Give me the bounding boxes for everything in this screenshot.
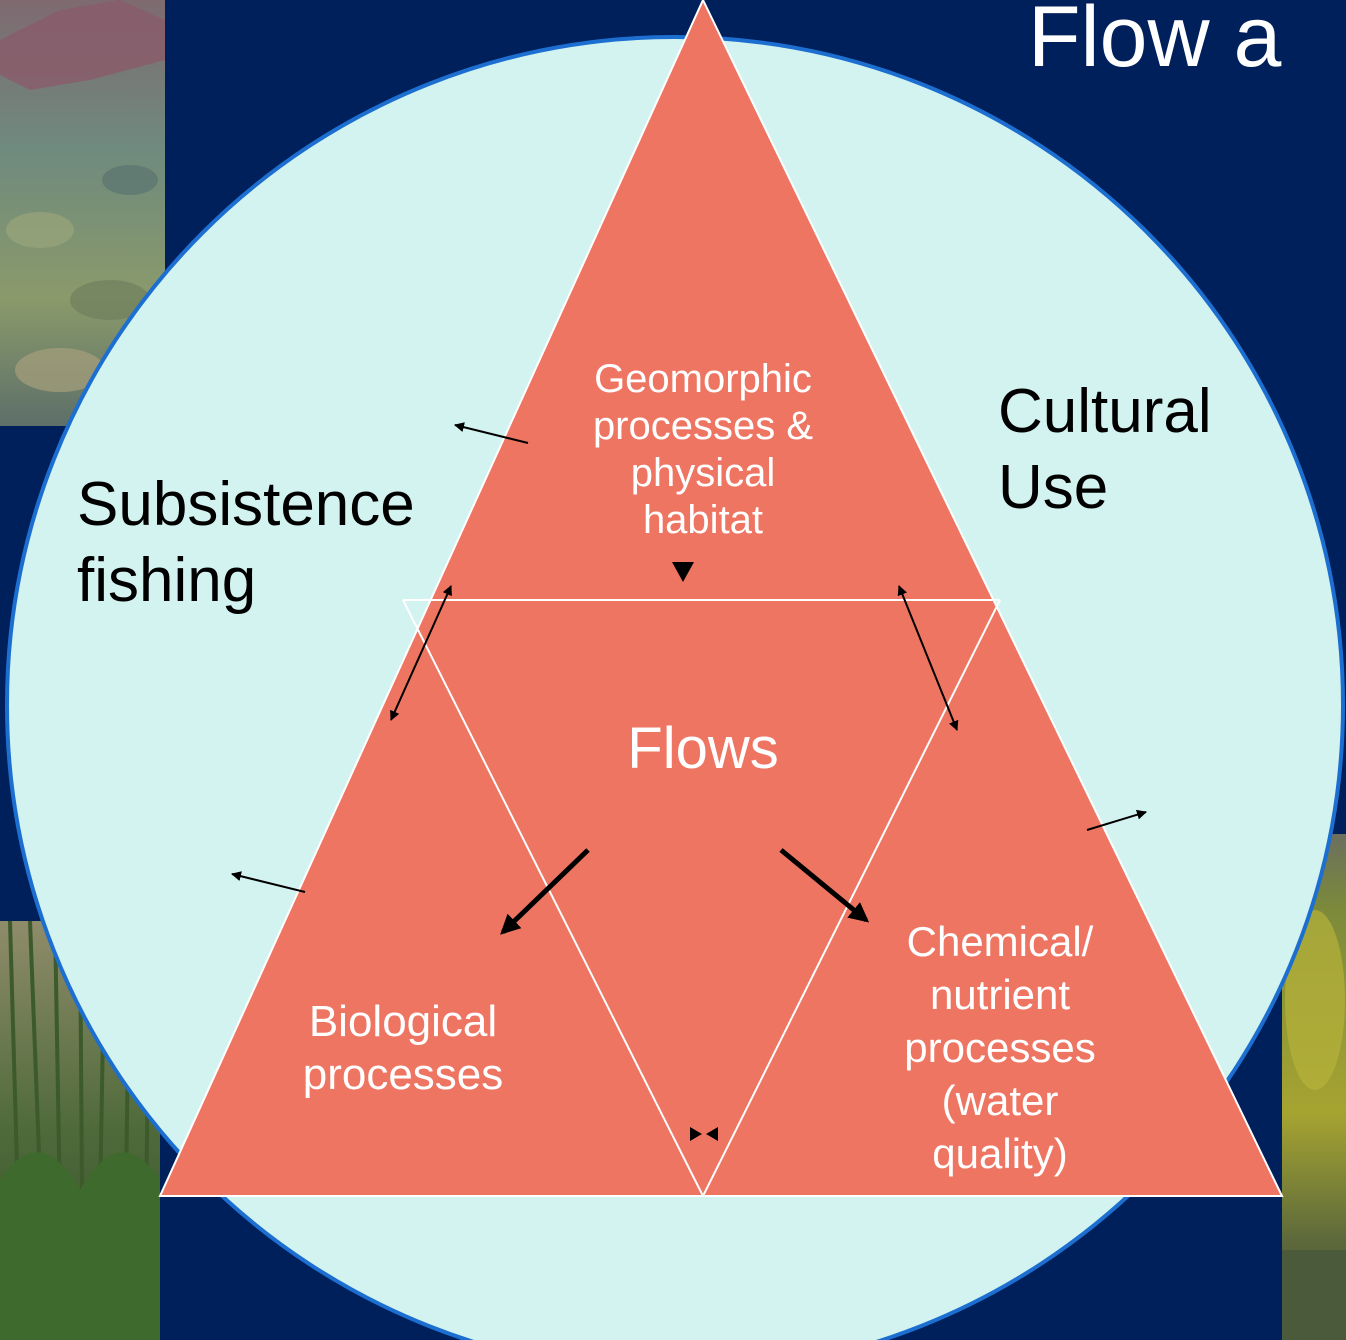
arrow-to-subsistence-lower xyxy=(231,871,306,893)
slide-title: Flow a xyxy=(1028,0,1281,85)
cultural-use-label: Cultural Use xyxy=(998,377,1212,522)
svg-text:habitat: habitat xyxy=(643,498,763,542)
chemical-label: Chemical/ nutrient processes (water qual… xyxy=(904,918,1095,1177)
svg-text:fishing: fishing xyxy=(77,546,256,615)
riparian-trees-photo xyxy=(1282,834,1346,1340)
svg-text:Use: Use xyxy=(998,453,1108,522)
arrow-to-cultural-use xyxy=(1086,809,1147,831)
geomorphic-label: Geomorphic processes & physical habitat xyxy=(593,357,813,542)
svg-text:quality): quality) xyxy=(932,1130,1067,1177)
arrow-to-subsistence-upper xyxy=(454,422,529,444)
flow-arrows xyxy=(500,848,870,935)
svg-text:Cultural: Cultural xyxy=(998,377,1212,446)
arrow-geomorphic-biological xyxy=(390,585,452,721)
geomorphic-down-marker xyxy=(672,562,694,582)
flows-to-biological-arrow xyxy=(500,848,590,935)
outer-arrows xyxy=(231,422,1147,893)
exchange-arrows xyxy=(390,585,959,731)
svg-text:Geomorphic: Geomorphic xyxy=(594,357,812,401)
svg-text:Subsistence: Subsistence xyxy=(77,470,415,539)
subsistence-fishing-label: Subsistence fishing xyxy=(77,470,415,615)
svg-text:processes: processes xyxy=(303,1050,504,1099)
svg-text:processes &: processes & xyxy=(593,404,813,448)
flows-to-chemical-arrow xyxy=(779,848,870,923)
flows-label: Flows xyxy=(627,716,778,781)
bowtie-marker xyxy=(690,1127,718,1141)
fish-in-stream-photo xyxy=(0,0,165,426)
svg-text:Chemical/: Chemical/ xyxy=(907,918,1094,965)
arrow-geomorphic-chemical xyxy=(897,585,959,731)
svg-text:physical: physical xyxy=(631,451,776,495)
svg-text:nutrient: nutrient xyxy=(930,971,1070,1018)
biological-label: Biological processes xyxy=(303,997,504,1099)
svg-text:(water: (water xyxy=(942,1077,1059,1124)
svg-text:Biological: Biological xyxy=(309,997,497,1046)
svg-text:processes: processes xyxy=(904,1024,1095,1071)
